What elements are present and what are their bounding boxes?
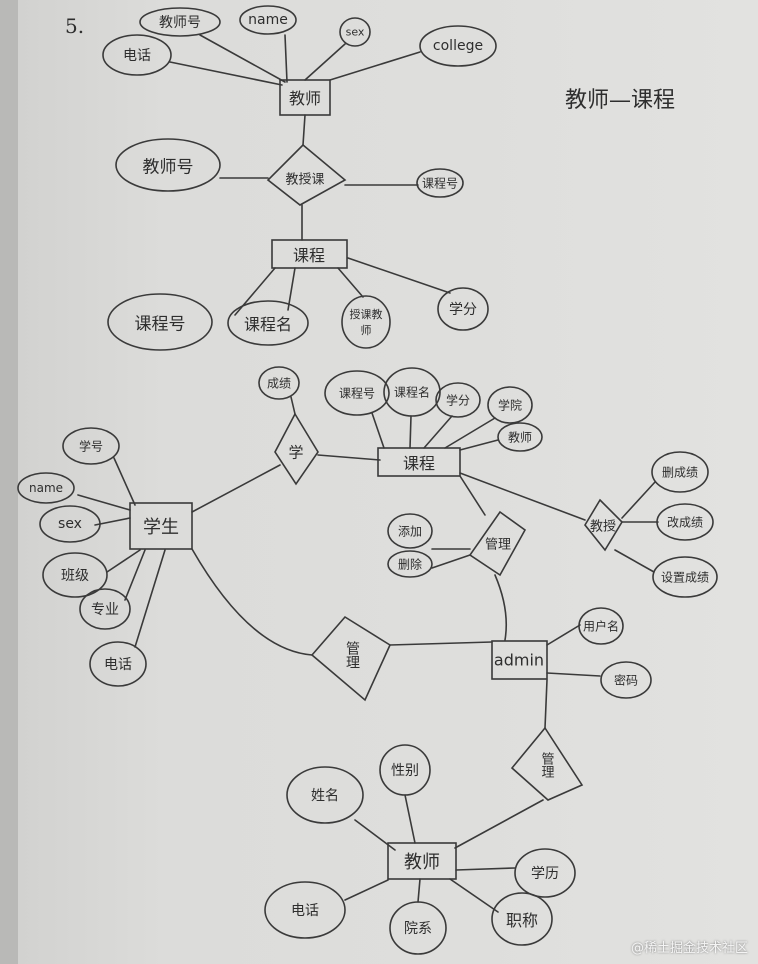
relationship-teaches: 教授课: [285, 172, 325, 188]
entity-student: 学生: [143, 517, 179, 538]
relationship-manage-course: 管理: [484, 537, 512, 553]
entity-teacher: 教师: [288, 89, 322, 108]
attr-student-sex: sex: [58, 516, 82, 532]
attr-instructor: 授课教师: [349, 308, 383, 337]
attr-teacher-gender: 性别: [391, 763, 419, 779]
attr-username: 用户名: [582, 619, 620, 634]
attr-student-phone: 电话: [104, 657, 132, 673]
attr-credits: 学分: [449, 302, 477, 318]
attr-teacher-phone: 电话: [291, 903, 319, 919]
attr-education: 学历: [531, 866, 559, 882]
attr-grade: 成绩: [266, 376, 292, 391]
attr-course-id: 课程号: [134, 314, 186, 335]
attr-phone: 电话: [123, 48, 151, 64]
attr-student-name: name: [28, 481, 64, 495]
attr-teacher-id: 教师号: [159, 15, 201, 31]
attr-password: 密码: [613, 673, 639, 688]
attr-class: 班级: [61, 568, 89, 584]
attr-department: 院系: [404, 921, 432, 937]
attr-course-id-2: 课程号: [338, 386, 376, 401]
entity-course-2: 课程: [402, 454, 436, 473]
entity-teacher-2: 教师: [404, 852, 440, 873]
attr-college: college: [432, 38, 484, 54]
relationship-manage-teacher: 管理: [538, 752, 554, 778]
attr-delete-grade: 删成绩: [661, 465, 699, 480]
attr-course-name-2: 课程名: [393, 385, 431, 400]
page-edge: [0, 0, 18, 964]
attr-student-id: 学号: [78, 439, 104, 454]
entity-course: 课程: [292, 246, 326, 265]
attr-remove: 删除: [397, 557, 423, 572]
attr-name: name: [248, 12, 288, 28]
rel-attr-course-id: 课程号: [421, 176, 459, 191]
paper-sheet: [18, 0, 758, 964]
attr-set-grade: 设置成绩: [660, 570, 710, 585]
attr-title: 职称: [505, 911, 539, 930]
watermark: @稀土掘金技术社区: [630, 941, 748, 956]
relationship-study: 学: [288, 443, 304, 462]
section-number: 5.: [65, 14, 85, 38]
attr-sex: sex: [345, 25, 365, 39]
relationship-manage-student: 管理: [344, 641, 360, 669]
relationship-teach: 教授: [589, 519, 617, 535]
rel-attr-teacher-id: 教师号: [142, 157, 194, 178]
entity-admin: admin: [493, 650, 545, 670]
attr-edit-grade: 改成绩: [666, 515, 704, 530]
attr-add: 添加: [397, 524, 423, 539]
attr-credits-2: 学分: [445, 393, 471, 408]
attr-course-name: 课程名: [243, 315, 293, 334]
attr-major: 专业: [91, 602, 119, 618]
attr-teacher-name: 姓名: [311, 788, 339, 804]
diagram-title-note: 教师—课程: [565, 88, 676, 113]
attr-course-teacher: 教师: [507, 430, 533, 445]
attr-college-2: 学院: [497, 398, 523, 413]
